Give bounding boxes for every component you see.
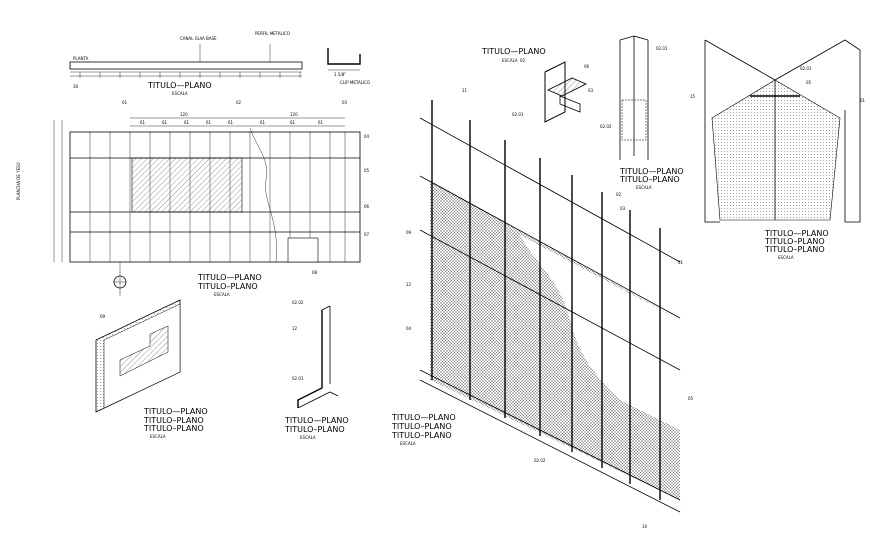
iso-label-05: 05 bbox=[688, 396, 694, 401]
elevation-dim-2: 61 bbox=[162, 120, 168, 125]
elevation-scale: ESCALA bbox=[214, 292, 230, 297]
stud-subtitle: TITULO–PLANO bbox=[284, 425, 345, 434]
iso-label-01: 01 bbox=[678, 260, 684, 265]
elev-label-08: 08 bbox=[312, 270, 318, 275]
clip-conn-label-4: 02.01 bbox=[512, 112, 524, 117]
panel-label: 09 bbox=[100, 314, 106, 319]
elevation-subtitle: TITULO–PLANO bbox=[197, 282, 258, 291]
stud-label-1: 02.02 bbox=[292, 300, 304, 305]
stud-detail: 02.02 12 02.01 TITULO—PLANO TITULO–PLANO… bbox=[284, 300, 349, 440]
iso-label-02: 02 bbox=[616, 192, 622, 197]
profile-callout-left: CANAL GUIA BASE bbox=[180, 36, 217, 41]
stud-track-subtitle: TITULO–PLANO bbox=[619, 175, 680, 184]
clip-conn-label-1: 02 bbox=[520, 58, 526, 63]
elev-label-02: 02 bbox=[236, 100, 242, 105]
iso-label-04: 04 bbox=[406, 326, 412, 331]
iso-label-10: 10 bbox=[642, 524, 648, 529]
stud-track-detail: 02.01 02.02 TITULO—PLANO TITULO–PLANO ES… bbox=[600, 35, 684, 190]
clip-dim: 1 5/8" bbox=[334, 72, 346, 77]
stud-label-2: 12 bbox=[292, 326, 298, 331]
profile-scale: ESCALA bbox=[172, 91, 188, 96]
corner-detail: 02.01 05 15 01 TITULO—PLANO TITULO–PLANO… bbox=[690, 39, 866, 260]
iso-scale: ESCALA bbox=[400, 441, 416, 446]
profile-dimension: 30 bbox=[73, 84, 79, 89]
corner-subtitle: TITULO–PLANO bbox=[764, 237, 825, 246]
wall-elevation: 120 120 61 61 61 61 61 61 61 61 PLANCHA … bbox=[16, 100, 370, 297]
stud-track-label-1: 02.01 bbox=[656, 46, 668, 51]
elevation-dim-3: 61 bbox=[184, 120, 190, 125]
elevation-overall-dim: 120 bbox=[180, 112, 188, 117]
stud-track-scale: ESCALA bbox=[636, 185, 652, 190]
elevation-dim-8: 61 bbox=[318, 120, 324, 125]
clip-conn-label-3: 03 bbox=[588, 88, 594, 93]
elevation-overall-dim-2: 120 bbox=[290, 112, 298, 117]
stud-title: TITULO—PLANO bbox=[284, 416, 349, 425]
clip-connection-detail: 02 06 03 02.01 TITULO—PLANO ESCALA bbox=[481, 47, 594, 123]
elevation-dim-6: 61 bbox=[260, 120, 266, 125]
profile-callout-right: PERFIL METALICO bbox=[255, 31, 290, 36]
iso-label-12: 12 bbox=[406, 282, 412, 287]
clip-conn-label-2: 06 bbox=[584, 64, 590, 69]
profile-base-label: PLANTA bbox=[73, 56, 89, 61]
panel-scale: ESCALA bbox=[150, 434, 166, 439]
elevation-note-left: PLANCHA DE YESO bbox=[16, 162, 21, 200]
elevation-dim-5: 61 bbox=[228, 120, 234, 125]
elev-label-03: 03 bbox=[342, 100, 348, 105]
stud-track-title: TITULO—PLANO bbox=[619, 167, 684, 176]
stud-track-label-2: 02.02 bbox=[600, 124, 612, 129]
elev-label-01: 01 bbox=[122, 100, 128, 105]
clip-conn-scale: ESCALA bbox=[502, 58, 518, 63]
clip-metalico-detail: 1 5/8" CLIP METALICO bbox=[327, 48, 370, 85]
elevation-dim-4: 61 bbox=[206, 120, 212, 125]
panel-subtitle-2: TITULO–PLANO bbox=[143, 424, 204, 433]
clip-conn-title: TITULO—PLANO bbox=[481, 47, 546, 56]
elevation-dim-1: 61 bbox=[140, 120, 146, 125]
corner-label-1: 02.01 bbox=[800, 66, 812, 71]
elev-label-05: 05 bbox=[364, 168, 370, 173]
elev-label-04: 04 bbox=[364, 134, 370, 139]
iso-label-03: 03 bbox=[620, 206, 626, 211]
iso-label-09: 09 bbox=[406, 230, 412, 235]
top-profile-detail: PLANTA CANAL GUIA BASE PERFIL METALICO 3… bbox=[69, 31, 303, 96]
corner-label-3: 15 bbox=[690, 94, 696, 99]
stud-scale: ESCALA bbox=[300, 435, 316, 440]
panel-subtitle: TITULO–PLANO bbox=[143, 416, 204, 425]
corner-label-2: 05 bbox=[806, 80, 812, 85]
corner-label-4: 01 bbox=[860, 98, 866, 103]
elevation-title: TITULO—PLANO bbox=[197, 273, 262, 282]
iso-subtitle-2: TITULO–PLANO bbox=[391, 431, 452, 440]
elev-label-06: 06 bbox=[364, 204, 370, 209]
stud-label-3: 02.01 bbox=[292, 376, 304, 381]
clip-label: CLIP METALICO bbox=[340, 80, 370, 85]
isometric-wall: 11 12 09 01 02 03 04 05 10 02.02 TITULO—… bbox=[391, 88, 694, 529]
iso-label-11: 11 bbox=[462, 88, 468, 93]
panel-title: TITULO—PLANO bbox=[143, 407, 208, 416]
corner-scale: ESCALA bbox=[778, 255, 794, 260]
iso-title: TITULO—PLANO bbox=[391, 413, 456, 422]
iso-subtitle: TITULO–PLANO bbox=[391, 422, 452, 431]
profile-title: TITULO—PLANO bbox=[147, 81, 212, 90]
iso-dim-label: 02.02 bbox=[534, 458, 546, 463]
corner-title: TITULO—PLANO bbox=[764, 229, 829, 238]
corner-subtitle-2: TITULO–PLANO bbox=[764, 245, 825, 254]
elev-label-07: 07 bbox=[364, 232, 370, 237]
elevation-dim-7: 61 bbox=[290, 120, 296, 125]
panel-iso-detail: 09 TITULO—PLANO TITULO–PLANO TITULO–PLAN… bbox=[95, 299, 208, 439]
